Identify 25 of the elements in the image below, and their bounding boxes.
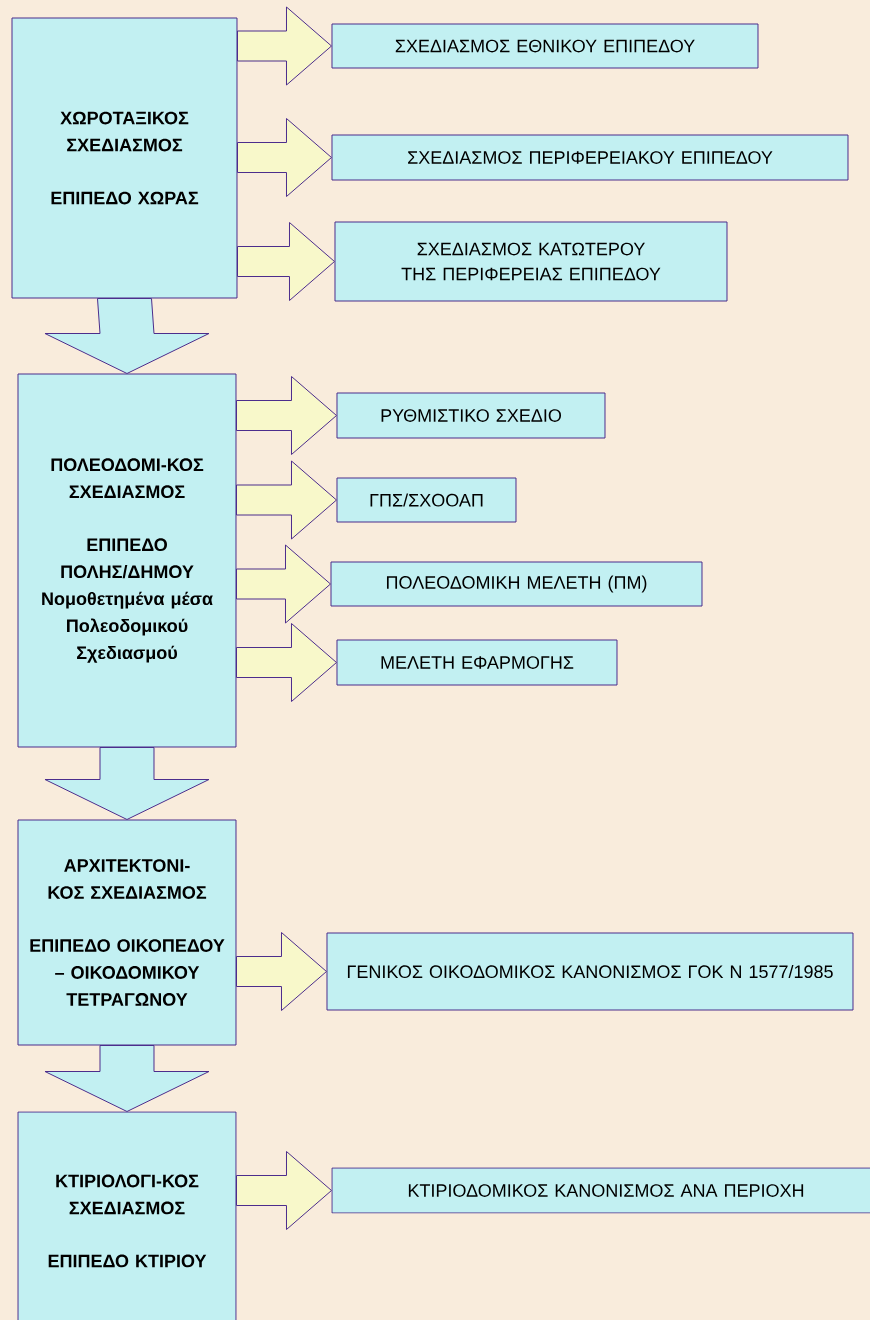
block-arrow — [237, 118, 332, 197]
process-box: ΚΤΙΡΙΟΛΟΓΙ-ΚΟΣ ΣΧΕΔΙΑΣΜΟΣ ΕΠΙΠΕΔΟ ΚΤΙΡΙΟΥ — [17, 1111, 237, 1320]
process-box: ΑΡΧΙΤΕΚΤΟΝΙ-ΚΟΣ ΣΧΕΔΙΑΣΜΟΣ ΕΠΙΠΕΔΟ ΟΙΚΟΠΕΔΟΥ – ΟΙΚΟΔΟΜΙΚΟΥ ΤΕΤΡΑΓΩΝΟΥ — [17, 819, 237, 1046]
block-arrow — [236, 623, 337, 702]
process-box: ΚΤΙΡΙΟΔΟΜΙΚΟΣ ΚΑΝΟΝΙΣΜΟΣ ΑΝΑ ΠΕΡΙΟΧΗ — [331, 1167, 870, 1214]
process-box: ΜΕΛΕΤΗ ΕΦΑΡΜΟΓΗΣ — [336, 639, 618, 686]
process-box: ΧΩΡΟΤΑΞΙΚΟΣ ΣΧΕΔΙΑΣΜΟΣ ΕΠΙΠΕΔΟ ΧΩΡΑΣ — [11, 17, 238, 299]
process-box: ΡΥΘΜΙΣΤΙΚΟ ΣΧΕΔΙΟ — [336, 392, 606, 439]
block-arrow — [44, 1045, 210, 1112]
block-arrow — [44, 298, 210, 374]
block-arrow — [237, 222, 335, 301]
block-arrow — [236, 932, 327, 1011]
process-box: ΣΧΕΔΙΑΣΜΟΣ ΚΑΤΩΤΕΡΟΥ ΤΗΣ ΠΕΡΙΦΕΡΕΙΑΣ ΕΠΙΠΕΔΟΥ — [334, 221, 728, 302]
process-box: ΓΕΝΙΚΟΣ ΟΙΚΟΔΟΜΙΚΟΣ ΚΑΝΟΝΙΣΜΟΣ ΓΟΚ Ν 1577/1985 — [326, 932, 854, 1011]
block-arrow — [237, 6, 332, 86]
process-box: ΠΟΛΕΟΔΟΜΙΚΗ ΜΕΛΕΤΗ (ΠΜ) — [330, 561, 703, 607]
block-arrow — [236, 544, 331, 624]
block-arrow — [236, 460, 337, 540]
block-arrow — [236, 1151, 332, 1230]
process-box: ΣΧΕΔΙΑΣΜΟΣ ΠΕΡΙΦΕΡΕΙΑΚΟΥ ΕΠΙΠΕΔΟΥ — [331, 134, 849, 181]
block-arrow — [236, 376, 337, 455]
process-box: ΣΧΕΔΙΑΣΜΟΣ ΕΘΝΙΚΟΥ ΕΠΙΠΕΔΟΥ — [331, 23, 759, 69]
process-box: ΓΠΣ/ΣΧΟΟΑΠ — [336, 477, 517, 523]
block-arrow — [44, 747, 210, 820]
process-box: ΠΟΛΕΟΔΟΜΙ-ΚΟΣ ΣΧΕΔΙΑΣΜΟΣ ΕΠΙΠΕΔΟ ΠΟΛΗΣ/ΔΗΜΟΥ Νομοθετημένα μέσα Πολεοδομικού Σχεδιασμού — [17, 373, 237, 748]
